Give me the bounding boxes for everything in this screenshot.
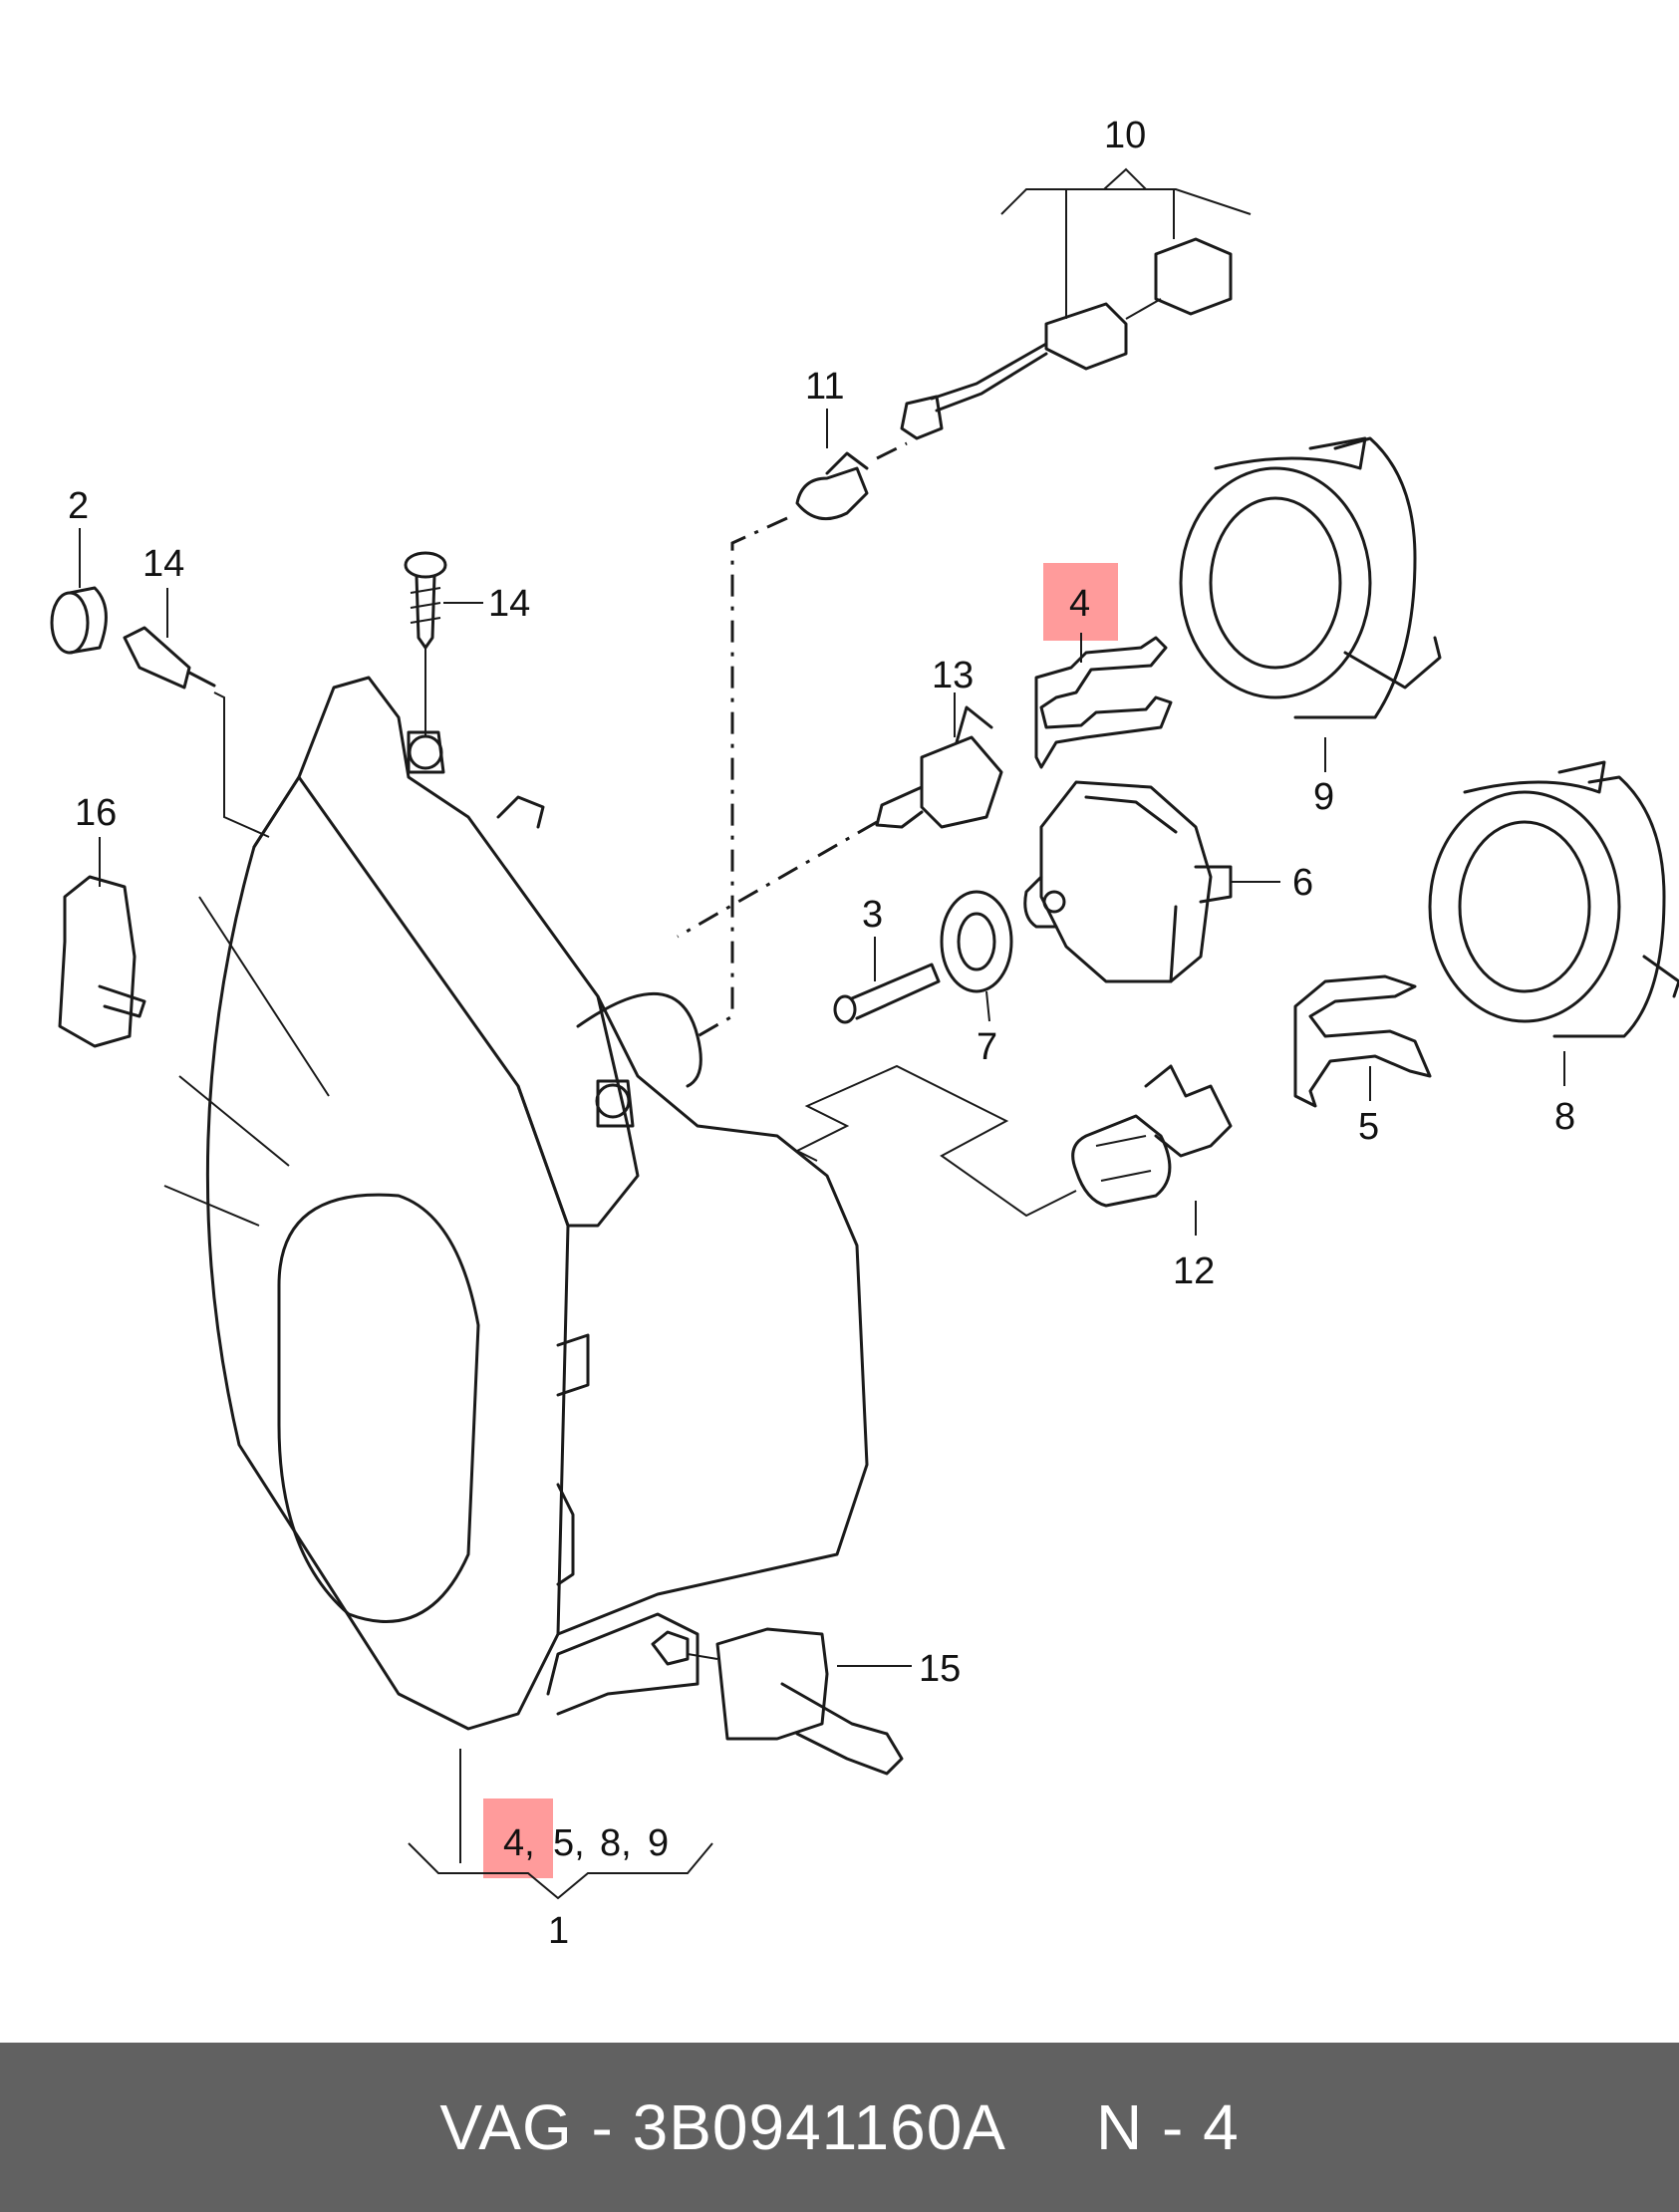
- callout-9: 9: [1313, 776, 1334, 818]
- part-6-motor: [1023, 780, 1233, 983]
- callout-10: 10: [1104, 115, 1146, 156]
- callout-12: 12: [1173, 1250, 1215, 1292]
- callout-16: 16: [75, 792, 117, 834]
- highlight-part-4-bottom: [483, 1798, 553, 1878]
- part-11-bulb: [795, 451, 869, 521]
- part-13-bulb: [875, 705, 1003, 829]
- part-4-clip-top: [1034, 636, 1173, 769]
- group-1-part-4: 4,: [503, 1822, 535, 1864]
- callout-13: 13: [932, 655, 974, 696]
- part-15-sensor: [651, 1627, 904, 1776]
- part-9-collar: [1179, 436, 1442, 719]
- callout-15: 15: [919, 1648, 961, 1690]
- part-12-bulb: [1071, 1064, 1233, 1208]
- part-5-clip: [1293, 974, 1432, 1108]
- callout-8: 8: [1554, 1096, 1575, 1138]
- group-1-part-8: 8,: [600, 1822, 632, 1864]
- part-8-collar: [1428, 760, 1679, 1038]
- part-10-wiring-harness: [900, 167, 1252, 440]
- part-14-screw-top: [404, 551, 447, 650]
- part-14-screw-left: [123, 626, 216, 690]
- part-number: VAG - 3B0941160A: [439, 2091, 1006, 2163]
- part-2-ring: [50, 586, 108, 655]
- group-1-part-9: 9: [648, 1822, 669, 1864]
- highlight-part-4-top: [1043, 563, 1118, 641]
- callout-2: 2: [68, 485, 89, 527]
- part-16-bracket: [58, 875, 146, 1048]
- page-reference: N - 4: [1095, 2091, 1240, 2163]
- headlight-housing: [163, 676, 869, 1731]
- part-3-screw: [833, 963, 941, 1024]
- footer-bar: VAG - 3B0941160A N - 4: [0, 2043, 1679, 2212]
- headlight-exploded-diagram: 1 2 3 4 5 6 7 8 9 10 11 12 13 14 14 15 1…: [50, 115, 1679, 1952]
- callout-1: 1: [548, 1910, 569, 1952]
- part-7-flange: [940, 890, 1013, 993]
- callout-3: 3: [862, 894, 883, 936]
- callout-7: 7: [977, 1026, 997, 1068]
- callout-14-top: 14: [488, 583, 530, 625]
- callout-5: 5: [1358, 1106, 1379, 1148]
- callout-14-left: 14: [142, 543, 184, 585]
- group-bracket-1: [408, 1749, 713, 1900]
- callout-6: 6: [1292, 862, 1313, 904]
- group-1-part-5: 5,: [553, 1822, 585, 1864]
- callout-4: 4: [1069, 583, 1090, 625]
- callout-11: 11: [805, 366, 844, 408]
